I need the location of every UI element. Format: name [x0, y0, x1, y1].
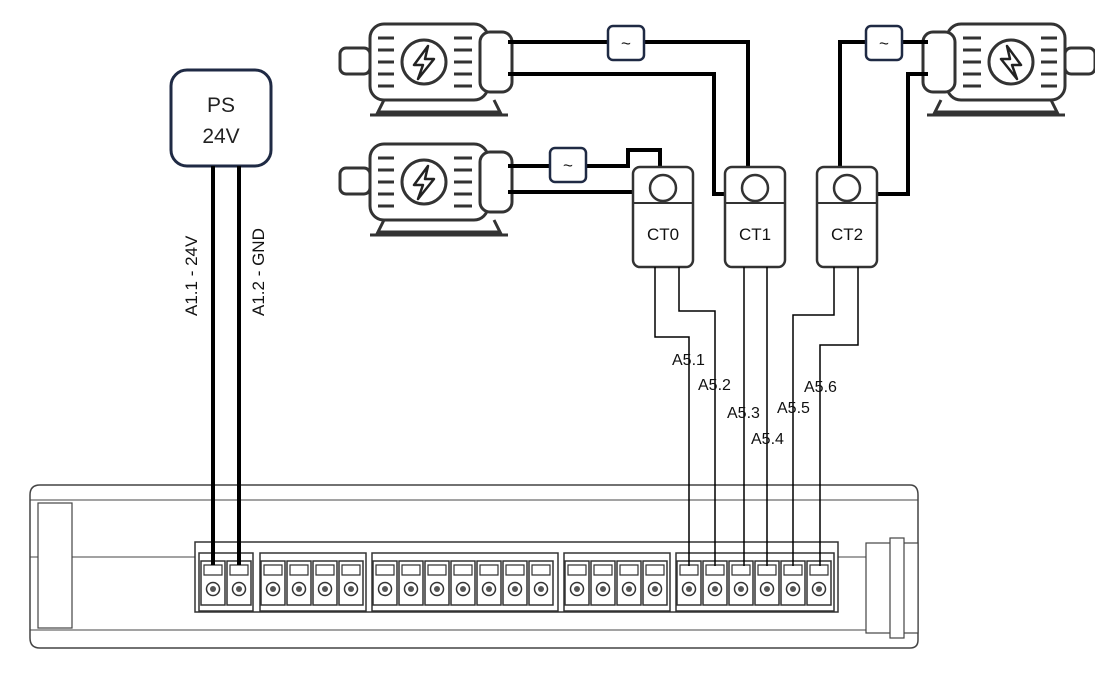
terminal-block-a4 — [563, 552, 671, 612]
svg-text:~: ~ — [879, 34, 889, 53]
terminal-block-a2 — [259, 552, 367, 612]
motor-icon — [338, 22, 514, 117]
ct-label: CT0 — [647, 225, 679, 244]
terminal-label-a5-3: A5.3 — [727, 405, 760, 422]
ac-source-icon: ~ — [606, 24, 646, 62]
svg-text:~: ~ — [563, 156, 573, 175]
terminal-block-a5 — [675, 552, 835, 612]
terminal-label-a5-5: A5.5 — [777, 400, 810, 417]
current-transformer-ct2: CT2 — [815, 165, 879, 269]
svg-text:~: ~ — [621, 34, 631, 53]
ct-label: CT1 — [739, 225, 771, 244]
power-supply: PS 24V — [169, 68, 273, 168]
terminal-label-a5-2: A5.2 — [698, 377, 731, 394]
terminal-label-a5-1: A5.1 — [672, 352, 705, 369]
ct-signal-wiring — [654, 267, 859, 566]
ct-label: CT2 — [831, 225, 863, 244]
current-transformer-ct0: CT0 — [631, 165, 695, 269]
current-transformer-ct1: CT1 — [723, 165, 787, 269]
ps-voltage-label: 24V — [202, 125, 239, 148]
terminal-label-a5-4: A5.4 — [751, 431, 784, 448]
motor-icon — [338, 142, 514, 237]
terminal-block-a1 — [198, 552, 254, 612]
ac-source-icon: ~ — [864, 24, 904, 62]
ps-label: PS — [207, 94, 235, 117]
motor-icon — [921, 22, 1095, 117]
ac-source-icon: ~ — [548, 146, 588, 184]
wire-label-a1-2: A1.2 - GND — [249, 228, 268, 316]
terminal-label-a5-6: A5.6 — [804, 379, 837, 396]
terminal-block-a3 — [371, 552, 559, 612]
wire-label-a1-1: A1.1 - 24V — [182, 235, 201, 316]
